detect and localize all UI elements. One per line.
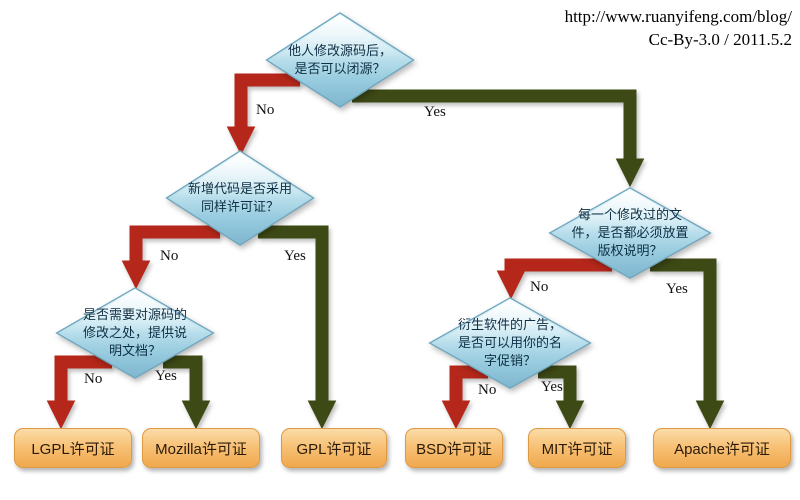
arrow-yes-q1 (352, 89, 645, 188)
arrow-yes-q4 (650, 258, 725, 430)
license-box-mit: MIT许可证 (528, 428, 626, 468)
decision-q3-line2: 修改之处，提供说 (82, 325, 187, 340)
decision-node-q2: 新增代码是否采用 同样许可证？ (165, 150, 315, 246)
edge-label-no-q4: No (530, 279, 549, 295)
decision-text-q5: 衍生软件的广告， 是否可以用你的名 字促销？ (428, 297, 592, 389)
diamond-shape (165, 150, 315, 246)
arrow-yes-q2 (258, 225, 337, 430)
arrow-no-q5 (441, 365, 488, 430)
arrow-no-q3 (46, 355, 112, 430)
edge-label-yes-q4: Yes (666, 281, 688, 297)
decision-q1-line2: 是否可以闭源？ (294, 61, 386, 76)
license-box-apache: Apache许可证 (653, 428, 791, 468)
license-credit-text: Cc-By-3.0 / 2011.5.2 (648, 29, 792, 49)
edge-label-yes-q5: Yes (541, 379, 563, 395)
edge-label-no-q5: No (478, 382, 497, 398)
yes-arrows (163, 89, 725, 430)
decision-q2-line2: 同样许可证？ (200, 199, 279, 214)
license-label-mit: MIT许可证 (541, 440, 613, 458)
decision-q3-line1: 是否需要对源码的 (82, 307, 187, 322)
edge-label-yes-q2: Yes (284, 248, 306, 264)
decision-q4-line3: 版权说明？ (597, 243, 663, 258)
decision-q3-line3: 明文档？ (108, 343, 161, 358)
license-label-lgpl: LGPL许可证 (31, 440, 115, 458)
decision-q4-line2: 件，是否都必须放置 (571, 225, 689, 240)
edge-label-yes-q1: Yes (424, 104, 446, 120)
edge-label-no-q1: No (256, 102, 275, 118)
decision-node-q5: 衍生软件的广告， 是否可以用你的名 字促销？ (428, 297, 592, 389)
arrow-no-q4 (496, 258, 612, 300)
decision-q5-line3: 字促销？ (483, 353, 536, 368)
license-box-bsd: BSD许可证 (405, 428, 503, 468)
decision-node-q1: 他人修改源码后， 是否可以闭源？ (265, 12, 415, 108)
arrow-yes-q3 (163, 355, 211, 430)
decision-text-q3: 是否需要对源码的 修改之处，提供说 明文档？ (55, 287, 215, 379)
arrow-no-q2 (121, 225, 220, 290)
decision-q5-line2: 是否可以用你的名 (457, 335, 562, 350)
arrow-yes-q5 (538, 365, 585, 430)
blog-url-text: http://www.ruanyifeng.com/blog/ (564, 7, 792, 26)
edge-label-no-q2: No (160, 248, 179, 264)
decision-text-q1: 他人修改源码后， 是否可以闭源？ (265, 12, 415, 108)
diamond-shape (548, 187, 712, 279)
credit-block: http://www.ruanyifeng.com/blog/ Cc-By-3.… (565, 6, 792, 52)
license-box-gpl: GPL许可证 (281, 428, 387, 468)
decision-text-q4: 每一个修改过的文 件，是否都必须放置 版权说明？ (548, 187, 712, 279)
decision-q5-line1: 衍生软件的广告， (457, 317, 562, 332)
license-label-mozilla: Mozilla许可证 (155, 440, 247, 458)
license-label-gpl: GPL许可证 (296, 440, 372, 458)
decision-node-q4: 每一个修改过的文 件，是否都必须放置 版权说明？ (548, 187, 712, 279)
decision-q4-line1: 每一个修改过的文 (577, 207, 682, 222)
license-box-lgpl: LGPL许可证 (14, 428, 132, 468)
license-label-apache: Apache许可证 (674, 440, 770, 458)
diamond-shape (55, 287, 215, 379)
license-label-bsd: BSD许可证 (416, 440, 492, 458)
decision-text-q2: 新增代码是否采用 同样许可证？ (165, 150, 315, 246)
decision-node-q3: 是否需要对源码的 修改之处，提供说 明文档？ (55, 287, 215, 379)
arrow-no-q1 (226, 73, 300, 156)
edge-label-yes-q3: Yes (155, 368, 177, 384)
license-box-mozilla: Mozilla许可证 (142, 428, 260, 468)
decision-q2-line1: 新增代码是否采用 (187, 181, 292, 196)
edge-label-no-q3: No (84, 371, 103, 387)
diamond-shape (265, 12, 415, 108)
decision-q1-line1: 他人修改源码后， (287, 43, 392, 58)
no-arrows (46, 73, 612, 430)
diamond-shape (428, 297, 592, 389)
